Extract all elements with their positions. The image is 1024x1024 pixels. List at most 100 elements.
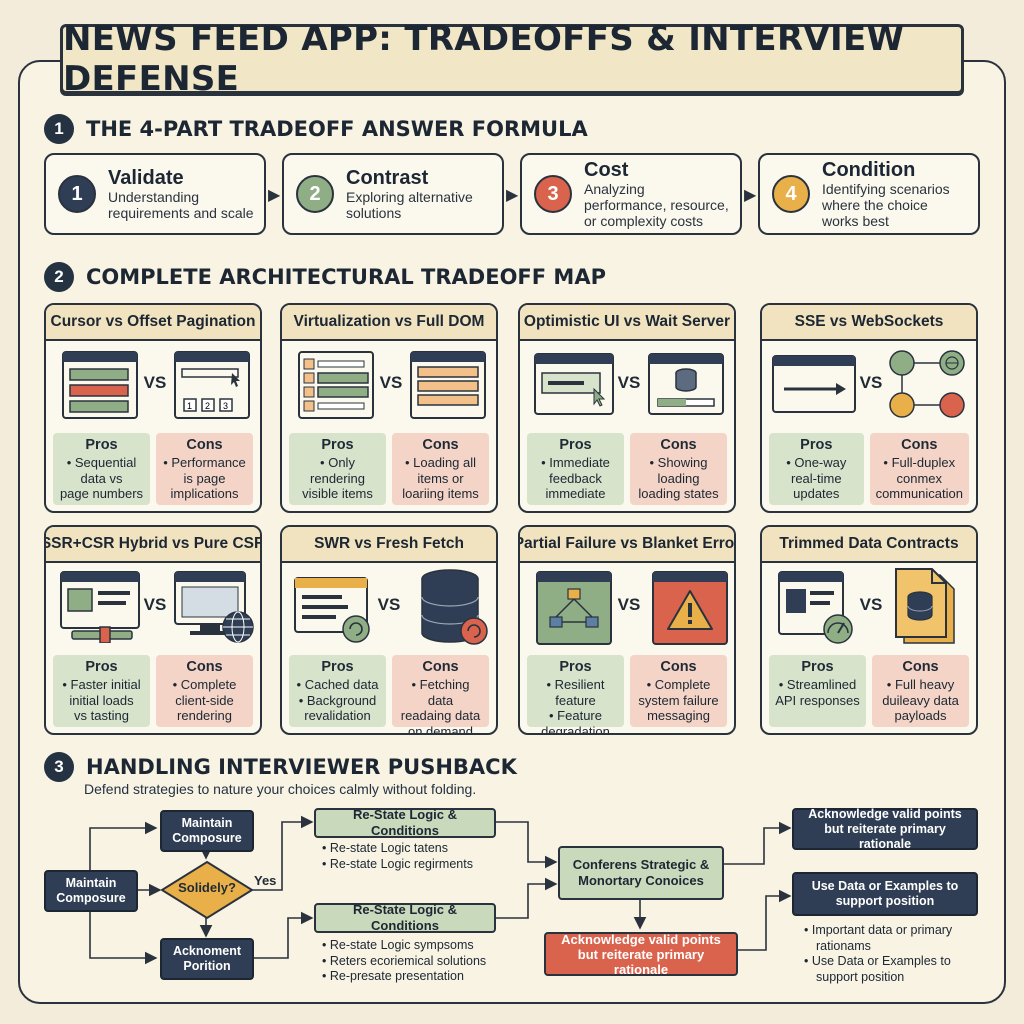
one-way-arrow-icon	[772, 355, 856, 413]
cons-line: duileavy data	[882, 692, 959, 708]
list-item: support position	[816, 969, 905, 984]
flow-restate-top: Re-State Logic & Conditions	[314, 807, 496, 838]
warning-window-icon	[652, 571, 728, 645]
section-2-header: 2 COMPLETE ARCHITECTURAL TRADEOFF MAP	[44, 262, 606, 292]
formula-step-cost: 3 Cost Analyzing performance, resource, …	[520, 153, 742, 235]
step-number-circle: 4	[772, 175, 810, 213]
cons-line: messaging	[647, 708, 710, 723]
tradeoff-card-optimistic-ui: Optimistic UI vs Wait Server VS Pros • I…	[518, 303, 736, 513]
step-number-circle: 1	[58, 175, 96, 213]
pros-line: page numbers	[59, 486, 144, 501]
section-1-header: 1 THE 4-PART TRADEOFF ANSWER FORMULA	[44, 114, 588, 144]
server-progress-icon	[648, 353, 724, 415]
monitor-globe-icon	[174, 571, 254, 643]
pros-label: Pros	[559, 659, 592, 675]
step-description: Exploring alternative solutions	[346, 189, 473, 221]
section-3-header: 3 HANDLING INTERVIEWER PUSHBACK	[44, 752, 517, 782]
card-title: Trimmed Data Contracts	[762, 527, 976, 563]
vs-label: VS	[859, 373, 883, 392]
cons-label: Cons	[422, 437, 459, 453]
pros-line: • Cached data	[296, 677, 379, 692]
cons-line: items or	[417, 470, 464, 486]
step-number-circle: 2	[296, 175, 334, 213]
pros-line: visible items	[302, 486, 373, 501]
step-number-circle: 3	[534, 175, 572, 213]
pros-line: • Background	[298, 692, 377, 708]
vs-label: VS	[617, 373, 641, 392]
cons-line: is page	[183, 470, 226, 486]
list-item: • Reters ecoriemical solutions	[322, 953, 487, 968]
pros-line: • Only rendering	[310, 455, 365, 486]
flow-strategic-node: Conferens Strategic & Monortary Conoices	[558, 846, 724, 900]
step-title: Contrast	[346, 167, 429, 189]
page-title: NEWS FEED APP: TRADEOFFS & INTERVIEW DEF…	[63, 19, 905, 99]
arrow-right-icon: ▶	[268, 187, 281, 204]
cons-line: loading states	[638, 486, 719, 501]
pros-line: data vs	[80, 470, 123, 486]
card-title: Virtualization vs Full DOM	[282, 305, 496, 341]
cons-line: client-side	[175, 692, 234, 708]
cons-line: loariing items	[402, 486, 479, 501]
cons-label: Cons	[422, 659, 459, 675]
pros-line: real-time	[790, 470, 842, 486]
tradeoff-card-virtualization: Virtualization vs Full DOM VS Pros • Onl…	[280, 303, 498, 513]
cons-label: Cons	[902, 659, 939, 675]
card-title: Optimistic UI vs Wait Server	[520, 305, 734, 341]
step-title: Validate	[108, 167, 184, 189]
arrow-right-icon: ▶	[744, 187, 757, 204]
cons-line: implications	[170, 486, 239, 501]
pros-line: degradation	[541, 723, 610, 735]
flow-acknowledge-right: Acknowledge valid points but reiterate p…	[792, 807, 978, 851]
section-number: 3	[44, 752, 74, 782]
cons-line: communication	[875, 486, 963, 501]
section-number: 2	[44, 262, 74, 292]
hybrid-window-icon	[60, 571, 140, 643]
cons-line: • Full heavy	[886, 677, 955, 692]
section-subtitle: Defend strategies to nature your choices…	[84, 781, 477, 797]
cons-line: readaing data	[400, 708, 481, 723]
cons-label: Cons	[186, 437, 223, 453]
pros-line: initial loads	[69, 692, 134, 708]
flow-acknowledge-node: Acknoment Porition	[160, 938, 254, 980]
cons-label: Cons	[186, 659, 223, 675]
decision-label: Solidely?	[178, 880, 236, 895]
vs-label: VS	[859, 595, 883, 614]
tradeoff-card-partial-failure: Partial Failure vs Blanket Error VS Pros…	[518, 525, 736, 735]
database-refresh-icon	[421, 569, 488, 645]
use-data-list: • Important data or primary rationams • …	[804, 923, 952, 985]
pros-line: revalidation	[304, 708, 371, 723]
pros-label: Pros	[801, 659, 834, 675]
section-number: 1	[44, 114, 74, 144]
tradeoff-card-trimmed-contracts: Trimmed Data Contracts VS Pros • Streaml…	[760, 525, 978, 735]
pros-label: Pros	[559, 437, 592, 453]
pros-label: Pros	[85, 437, 118, 453]
svg-text:2: 2	[205, 401, 210, 411]
step-description: Analyzing performance, resource, or comp…	[584, 181, 729, 229]
vs-label: VS	[379, 373, 403, 392]
section-title: THE 4-PART TRADEOFF ANSWER FORMULA	[86, 117, 588, 141]
click-window-icon	[534, 353, 614, 415]
pros-line: • Feature	[549, 708, 602, 723]
list-item: • Important data or primary	[804, 923, 953, 937]
list-item: • Re-state Logic tatens	[322, 841, 448, 855]
vs-label: VS	[143, 595, 167, 614]
formula-step-condition: 4 Condition Identifying scenarios where …	[758, 153, 980, 235]
tradeoff-card-swr: SWR vs Fresh Fetch VS Pros • Cached data…	[280, 525, 498, 735]
card-title: SSR+CSR Hybrid vs Pure CSR	[46, 527, 260, 563]
arrow-right-icon: ▶	[506, 187, 519, 204]
svg-text:1: 1	[187, 401, 192, 411]
title-banner: NEWS FEED APP: TRADEOFFS & INTERVIEW DEF…	[60, 19, 964, 99]
